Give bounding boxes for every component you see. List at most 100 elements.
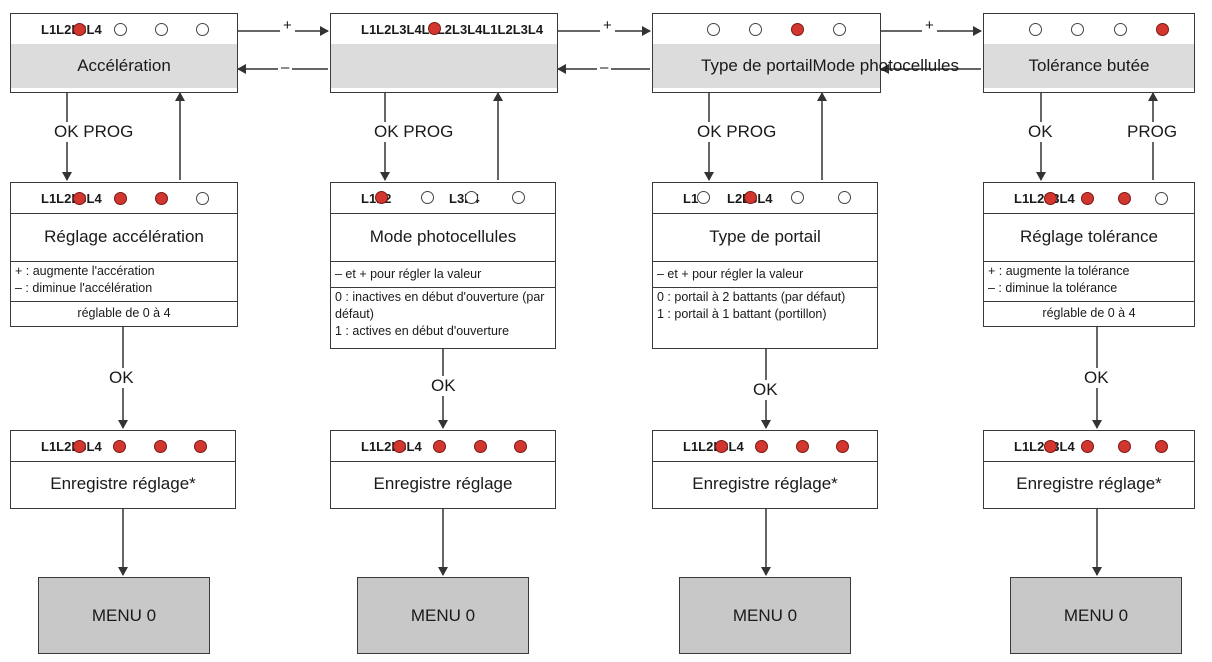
menu-0-box: MENU 0 bbox=[357, 577, 529, 654]
led-labels: L1L2L3L4 bbox=[41, 22, 102, 37]
menu-0-box: MENU 0 bbox=[679, 577, 851, 654]
led-indicator bbox=[1081, 439, 1094, 453]
desc-line: – : diminue l'accélération bbox=[15, 281, 153, 295]
box-title: Mode photocellules bbox=[369, 227, 517, 246]
setting-acceleration-box: L1L2L3L4 Réglage accélération + : augmen… bbox=[10, 182, 238, 327]
led-indicator bbox=[1044, 439, 1057, 453]
box-title: Enregistre réglage* bbox=[1016, 474, 1162, 493]
save-setting-box-2: L1L2L3L4 Enregistre réglage bbox=[330, 430, 556, 509]
box-title: Enregistre réglage* bbox=[692, 474, 838, 493]
box-title: Enregistre réglage bbox=[373, 474, 513, 493]
option-line: 1 : portail à 1 battant (portillon) bbox=[657, 307, 827, 321]
menu-tolerance-box: Tolérance butée bbox=[983, 13, 1195, 93]
minus-sign-1: – bbox=[278, 59, 293, 76]
edge-label-ok: OK bbox=[751, 380, 780, 400]
led-indicator bbox=[832, 22, 846, 36]
options-list: 0 : inactives en début d'ouverture (par … bbox=[331, 287, 555, 341]
edge-label-ok-prog: OK PROG bbox=[372, 122, 456, 142]
led-indicator bbox=[1044, 191, 1057, 205]
led-indicator bbox=[1028, 22, 1042, 36]
desc-line: – : diminue la tolérance bbox=[988, 281, 1118, 295]
led-indicator bbox=[1156, 22, 1170, 36]
led-indicator bbox=[790, 22, 804, 36]
edge-label-ok: OK bbox=[107, 368, 136, 388]
range-text: réglable de 0 à 4 bbox=[984, 301, 1194, 324]
save-setting-box-3: L1L2L3L4 Enregistre réglage* bbox=[652, 430, 878, 509]
led-indicator bbox=[421, 191, 434, 204]
led-indicator bbox=[1113, 22, 1127, 36]
hint-text: – et + pour régler la valeur bbox=[331, 261, 555, 287]
save-setting-box-1: L1L2L3L4 Enregistre réglage* bbox=[10, 430, 236, 509]
box-title: Réglage accélération bbox=[44, 227, 204, 246]
save-setting-box-4: L1L2L3L4 Enregistre réglage* bbox=[983, 430, 1195, 509]
minus-sign-2: – bbox=[597, 59, 612, 76]
led-indicator bbox=[1118, 439, 1131, 453]
led-indicator bbox=[375, 191, 388, 204]
edge-label-ok-prog: OK PROG bbox=[695, 122, 779, 142]
led-indicator bbox=[196, 191, 209, 205]
led-indicator bbox=[838, 191, 851, 204]
led-indicator bbox=[514, 439, 528, 453]
led-labels: L1L2L3L4L1L2L3L4L1L2L3L4 bbox=[361, 22, 544, 37]
desc-line: + : augmente la tolérance bbox=[988, 264, 1130, 278]
box-title bbox=[331, 44, 557, 88]
led-indicator bbox=[1118, 191, 1131, 205]
edge-label-ok: OK bbox=[1082, 368, 1111, 388]
plus-sign-2: + bbox=[600, 17, 615, 34]
led-indicator bbox=[473, 439, 487, 453]
led-indicator bbox=[73, 22, 86, 36]
edge-label-ok-prog: OK PROG bbox=[52, 122, 136, 142]
setting-photocell-box: L1L2 L3L4 Mode photocellules – et + pour… bbox=[330, 182, 556, 349]
led-indicator bbox=[697, 191, 710, 204]
option-line: 0 : portail à 2 battants (par défaut) bbox=[657, 290, 846, 304]
led-indicator bbox=[1155, 191, 1168, 205]
led-indicator bbox=[114, 22, 127, 36]
led-indicator bbox=[512, 191, 525, 204]
menu-gate-type-box: Type de portailMode photocellules bbox=[652, 13, 959, 93]
range-text: réglable de 0 à 4 bbox=[11, 301, 237, 324]
led-indicator bbox=[1071, 22, 1085, 36]
led-indicator bbox=[744, 191, 757, 204]
box-title: Type de portail bbox=[709, 227, 821, 246]
led-indicator bbox=[428, 22, 441, 35]
option-line: 0 : inactives en début d'ouverture (par … bbox=[335, 290, 545, 321]
led-indicator bbox=[1081, 191, 1094, 205]
box-title: Réglage tolérance bbox=[1020, 227, 1158, 246]
led-indicator bbox=[153, 439, 167, 453]
led-indicator bbox=[196, 22, 209, 36]
box-title: Accélération bbox=[11, 44, 237, 88]
led-indicator bbox=[791, 191, 804, 204]
led-indicator bbox=[155, 22, 168, 36]
led-indicator bbox=[714, 439, 728, 453]
led-indicator bbox=[795, 439, 809, 453]
setting-tolerance-box: L1L2L3L4 Réglage tolérance + : augmente … bbox=[983, 182, 1195, 327]
setting-gate-type-box: L1 L2L3L4 Type de portail – et + pour ré… bbox=[652, 182, 878, 349]
led-indicator bbox=[836, 439, 850, 453]
led-indicator bbox=[755, 439, 769, 453]
edge-label-prog: PROG bbox=[1125, 122, 1180, 142]
led-labels: L1L2L3L4 bbox=[361, 439, 422, 454]
description: + : augmente la tolérance – : diminue la… bbox=[984, 261, 1194, 301]
box-title: Type de portailMode photocellules bbox=[653, 44, 959, 88]
led-labels: L1L2L3L4 bbox=[683, 439, 744, 454]
led-indicator bbox=[707, 22, 721, 36]
description: + : augmente l'accération – : diminue l'… bbox=[11, 261, 237, 301]
led-indicator bbox=[73, 191, 86, 205]
menu-0-box: MENU 0 bbox=[38, 577, 210, 654]
led-labels: L1 bbox=[683, 191, 699, 206]
edge-label-ok: OK bbox=[1026, 122, 1055, 142]
box-title: Enregistre réglage* bbox=[50, 474, 196, 493]
led-indicator bbox=[1155, 439, 1168, 453]
box-title: Tolérance butée bbox=[984, 44, 1194, 88]
plus-sign-3: + bbox=[922, 17, 937, 34]
option-line: 1 : actives en début d'ouverture bbox=[335, 324, 510, 338]
led-indicator bbox=[194, 439, 208, 453]
options-list: 0 : portail à 2 battants (par défaut) 1 … bbox=[653, 287, 877, 324]
hint-text: – et + pour régler la valeur bbox=[653, 261, 877, 287]
led-indicator bbox=[113, 439, 127, 453]
edge-label-ok: OK bbox=[429, 376, 458, 396]
menu-photocell-box: L1L2L3L4L1L2L3L4L1L2L3L4 bbox=[330, 13, 558, 93]
led-indicator bbox=[392, 439, 406, 453]
menu-0-box: MENU 0 bbox=[1010, 577, 1182, 654]
